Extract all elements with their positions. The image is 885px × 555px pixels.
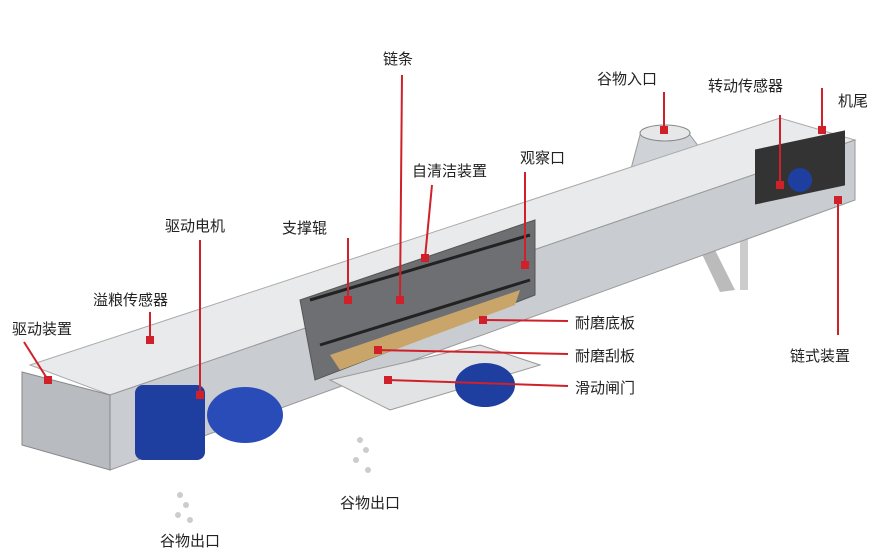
label-rotation-sensor: 转动传感器: [708, 77, 784, 95]
gate-motor: [455, 363, 515, 407]
label-grain-outlet-left: 谷物出口: [160, 532, 221, 550]
drive-motor-body: [135, 385, 205, 460]
leader-lines: [23, 74, 842, 399]
label-wear-scraper: 耐磨刮板: [575, 347, 636, 365]
head-end: [21, 371, 111, 471]
label-grain-outlet-center: 谷物出口: [340, 494, 401, 512]
label-support-roller: 支撑辊: [282, 219, 328, 237]
cutaway: [299, 219, 536, 381]
label-sliding-gate: 滑动闸门: [575, 379, 636, 397]
label-drive-motor: 驱动电机: [165, 217, 226, 235]
label-tail: 机尾: [838, 92, 869, 110]
label-self-cleaning: 自清洁装置: [412, 162, 488, 180]
label-chain-device: 链式装置: [790, 347, 851, 365]
label-grain-inlet: 谷物入口: [597, 70, 658, 88]
label-overflow-sensor: 溢粮传感器: [93, 291, 169, 309]
sliding-gate-body: [328, 344, 542, 411]
label-inspection-port: 观察口: [520, 149, 566, 167]
label-wear-bottom-plate: 耐磨底板: [575, 314, 636, 332]
grain-particles: [175, 437, 371, 523]
label-drive-unit: 驱动装置: [12, 320, 73, 338]
label-chain: 链条: [383, 50, 414, 68]
